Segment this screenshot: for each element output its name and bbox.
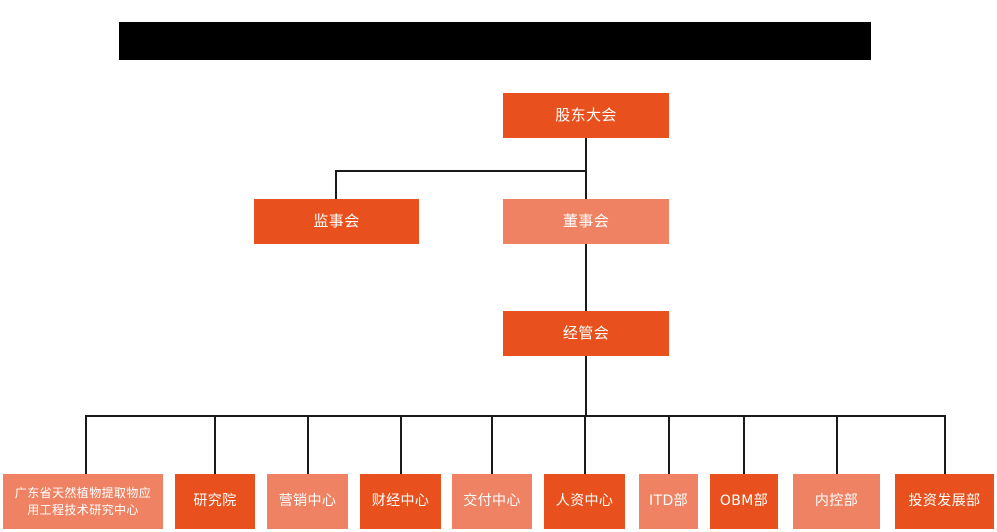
- node-label: OBM部: [719, 492, 769, 509]
- node-management-committee[interactable]: 经管会: [503, 311, 669, 356]
- node-delivery-center[interactable]: 交付中心: [452, 474, 532, 529]
- connector-supervisory-drop: [335, 170, 337, 200]
- connector-board-drop: [585, 170, 587, 200]
- node-label: 营销中心: [278, 492, 337, 509]
- node-supervisory-board[interactable]: 监事会: [254, 199, 419, 244]
- connector-drop-finance-center: [400, 415, 402, 474]
- node-research-institute[interactable]: 研究院: [175, 474, 255, 529]
- connector-drop-research-institute: [214, 415, 216, 474]
- node-label: 人资中心: [555, 492, 614, 509]
- node-marketing-center[interactable]: 营销中心: [267, 474, 348, 529]
- node-label: ITD部: [648, 492, 689, 509]
- node-label: 监事会: [313, 212, 360, 231]
- node-label: 交付中心: [463, 492, 521, 509]
- node-hr-center[interactable]: 人资中心: [544, 474, 625, 529]
- connector-shareholders-stem: [585, 137, 587, 172]
- node-itd-dept[interactable]: ITD部: [639, 474, 698, 529]
- connector-drop-itd-dept: [668, 415, 670, 474]
- connector-drop-investment-development-dept: [944, 415, 946, 474]
- node-investment-development-dept[interactable]: 投资发展部: [895, 474, 994, 529]
- node-label: 财经中心: [371, 492, 430, 509]
- connector-drop-hr-center: [584, 415, 586, 474]
- node-label: 研究院: [193, 492, 237, 509]
- node-guangdong-research-center[interactable]: 广东省天然植物提取物应 用工程技术研究中心: [3, 474, 163, 529]
- connector-drop-internal-control-dept: [836, 415, 838, 474]
- node-finance-center[interactable]: 财经中心: [360, 474, 441, 529]
- node-label: 广东省天然植物提取物应 用工程技术研究中心: [14, 486, 152, 517]
- node-label: 投资发展部: [908, 492, 981, 509]
- connector-drop-marketing-center: [307, 415, 309, 474]
- node-label: 股东大会: [555, 106, 617, 125]
- node-label: 内控部: [814, 492, 859, 509]
- node-internal-control-dept[interactable]: 内控部: [793, 474, 880, 529]
- node-label: 董事会: [562, 212, 610, 231]
- connector-level4-horizontal: [85, 415, 946, 417]
- node-shareholders-meeting[interactable]: 股东大会: [503, 93, 669, 138]
- redacted-title-bar: [119, 22, 871, 60]
- connector-drop-delivery-center: [491, 415, 493, 474]
- connector-management-stem: [585, 356, 587, 416]
- node-board-of-directors[interactable]: 董事会: [503, 199, 669, 244]
- connector-level2-horizontal: [335, 170, 587, 172]
- node-label: 经管会: [562, 324, 610, 343]
- node-obm-dept[interactable]: OBM部: [710, 474, 778, 529]
- connector-drop-guangdong-research-center: [85, 415, 87, 474]
- connector-board-to-management: [585, 243, 587, 311]
- connector-drop-obm-dept: [743, 415, 745, 474]
